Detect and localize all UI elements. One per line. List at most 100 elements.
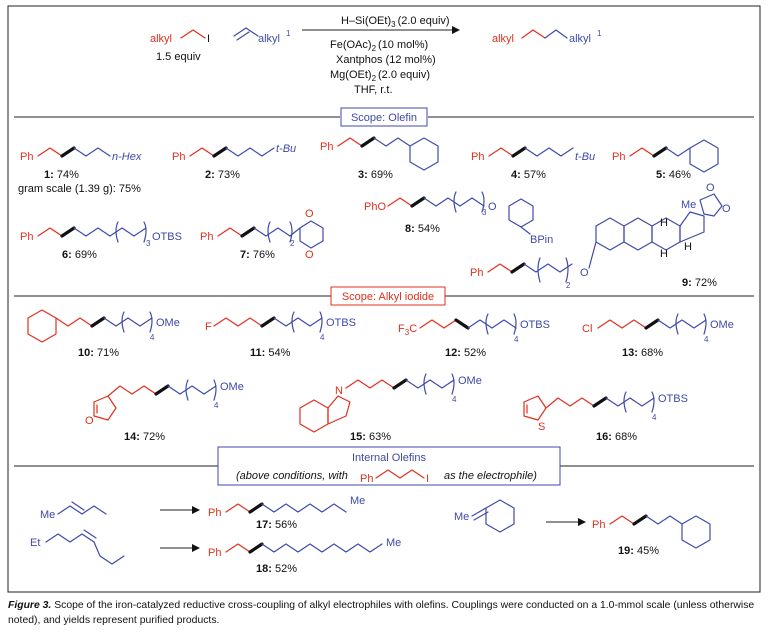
svg-text:Ph: Ph xyxy=(320,141,333,153)
reactant1-alkyl: alkyl xyxy=(150,33,172,45)
svg-text:O: O xyxy=(85,415,94,427)
svg-text:S: S xyxy=(538,421,545,433)
product-right-bonds xyxy=(544,29,568,39)
compound-15: N 4 OMe 15: 63% xyxy=(299,373,482,443)
section-iodide-title: Scope: Alkyl iodide xyxy=(342,291,434,303)
section-internal-title: Internal Olefins xyxy=(352,452,426,464)
label-7: 7: 76% xyxy=(240,249,275,261)
olefin-double-bond-a xyxy=(233,27,247,37)
label-19: 19: 45% xyxy=(618,545,659,557)
svg-text:Ph: Ph xyxy=(200,231,213,243)
reactant1-bond xyxy=(180,29,206,39)
svg-text:Ph: Ph xyxy=(612,151,625,163)
compound-9: Me O O H H H Ph 2 O 9: 72% xyxy=(470,182,731,290)
svg-text:O: O xyxy=(305,208,314,220)
svg-text:t-Bu: t-Bu xyxy=(276,143,296,155)
compound-8: PhO 3 O BPin 8: 54% xyxy=(364,191,553,246)
svg-text:OMe: OMe xyxy=(220,381,244,393)
reactant2-superscript: 1 xyxy=(286,29,291,38)
internal-note-post: as the electrophile) xyxy=(444,470,537,482)
svg-text:3: 3 xyxy=(146,239,151,248)
figure-caption: Figure 3. Scope of the iron-catalyzed re… xyxy=(8,598,760,628)
compound-1: Ph n-Hex 1: 74% gram scale (1.39 g): 75% xyxy=(18,146,142,195)
svg-text:Ph: Ph xyxy=(470,267,483,279)
compound-18: Et Ph Me 18: 52% xyxy=(30,529,401,575)
svg-text:H: H xyxy=(660,248,668,260)
svg-text:Me: Me xyxy=(681,199,696,211)
svg-text:F3C: F3C xyxy=(398,323,417,337)
label-3: 3: 69% xyxy=(358,169,393,181)
product-superscript: 1 xyxy=(597,29,602,38)
label-12: 12: 52% xyxy=(445,347,486,359)
compound-13: Cl 4 OMe 13: 68% xyxy=(582,313,734,359)
label-13: 13: 68% xyxy=(622,347,663,359)
solvent: THF, r.t. xyxy=(354,84,393,96)
product-left-alkyl: alkyl xyxy=(492,33,514,45)
svg-text:4: 4 xyxy=(150,333,155,342)
section-internal-box xyxy=(217,446,561,486)
label-1: 1: 74% xyxy=(44,169,79,181)
label-9: 9: 72% xyxy=(682,277,717,289)
svg-text:PhO: PhO xyxy=(364,201,386,213)
product-right-alkyl: alkyl xyxy=(569,33,591,45)
gram-scale-note: gram scale (1.39 g): 75% xyxy=(18,183,141,195)
svg-text:4: 4 xyxy=(214,401,219,410)
svg-text:Me: Me xyxy=(350,495,365,507)
svg-text:N: N xyxy=(335,385,343,397)
internal-note-pre: (above conditions, with xyxy=(236,470,348,482)
svg-text:H: H xyxy=(684,241,692,253)
figure-frame xyxy=(7,5,761,593)
svg-text:n-Hex: n-Hex xyxy=(112,151,142,163)
compound-4: Ph t-Bu 4: 57% xyxy=(471,146,595,181)
svg-text:OTBS: OTBS xyxy=(520,319,550,331)
label-2: 2: 73% xyxy=(205,169,240,181)
svg-text:O: O xyxy=(722,203,731,215)
svg-text:2: 2 xyxy=(566,281,571,290)
label-18: 18: 52% xyxy=(256,563,297,575)
svg-text:Ph: Ph xyxy=(208,507,221,519)
caption-text: Scope of the iron-catalyzed reductive cr… xyxy=(8,600,755,626)
additive: Mg(OEt)2(2.0 equiv) xyxy=(330,69,430,83)
svg-text:Et: Et xyxy=(30,537,40,549)
compound-2: Ph t-Bu 2: 73% xyxy=(172,143,296,181)
svg-text:4: 4 xyxy=(704,335,709,344)
section-iodide-box xyxy=(330,286,446,306)
section-olefin-box xyxy=(340,107,428,127)
svg-text:4: 4 xyxy=(652,413,657,422)
product-left-bonds xyxy=(521,29,546,39)
label-15: 15: 63% xyxy=(350,431,391,443)
label-16: 16: 68% xyxy=(596,431,637,443)
label-8: 8: 54% xyxy=(405,223,440,235)
svg-text:I: I xyxy=(426,473,429,485)
olefin-single-bond xyxy=(245,27,259,37)
compound-14: O 4 OMe 14: 72% xyxy=(85,379,244,443)
svg-text:Ph: Ph xyxy=(20,151,33,163)
label-11: 11: 54% xyxy=(250,347,291,359)
reactant1-iodide: I xyxy=(207,33,210,45)
svg-text:Ph: Ph xyxy=(20,231,33,243)
svg-text:O: O xyxy=(580,267,589,279)
svg-text:OTBS: OTBS xyxy=(658,393,688,405)
svg-text:OTBS: OTBS xyxy=(326,317,356,329)
svg-text:Ph: Ph xyxy=(172,151,185,163)
compound-7: Ph 2 O O 7: 76% xyxy=(200,208,324,261)
svg-text:2: 2 xyxy=(290,239,295,248)
compound-3: Ph 3: 69% xyxy=(320,136,439,181)
svg-text:O: O xyxy=(706,182,715,194)
svg-text:O: O xyxy=(488,201,497,213)
svg-text:O: O xyxy=(305,249,314,261)
svg-text:4: 4 xyxy=(514,335,519,344)
svg-text:3: 3 xyxy=(482,208,487,217)
label-17: 17: 56% xyxy=(256,519,297,531)
scheme-graphic: alkyl I 1.5 equiv alkyl 1 H–Si(OEt)3(2.0… xyxy=(7,5,761,593)
label-4: 4: 57% xyxy=(511,169,546,181)
catalyst: Fe(OAc)2(10 mol%) xyxy=(330,39,428,53)
olefin-double-bond-b xyxy=(236,31,250,41)
svg-text:H: H xyxy=(660,217,668,229)
compound-5: Ph 5: 46% xyxy=(612,139,719,181)
svg-text:Me: Me xyxy=(40,509,55,521)
svg-text:OTBS: OTBS xyxy=(152,231,182,243)
compound-16: S 4 OTBS 16: 68% xyxy=(523,391,688,443)
svg-text:t-Bu: t-Bu xyxy=(575,151,595,163)
